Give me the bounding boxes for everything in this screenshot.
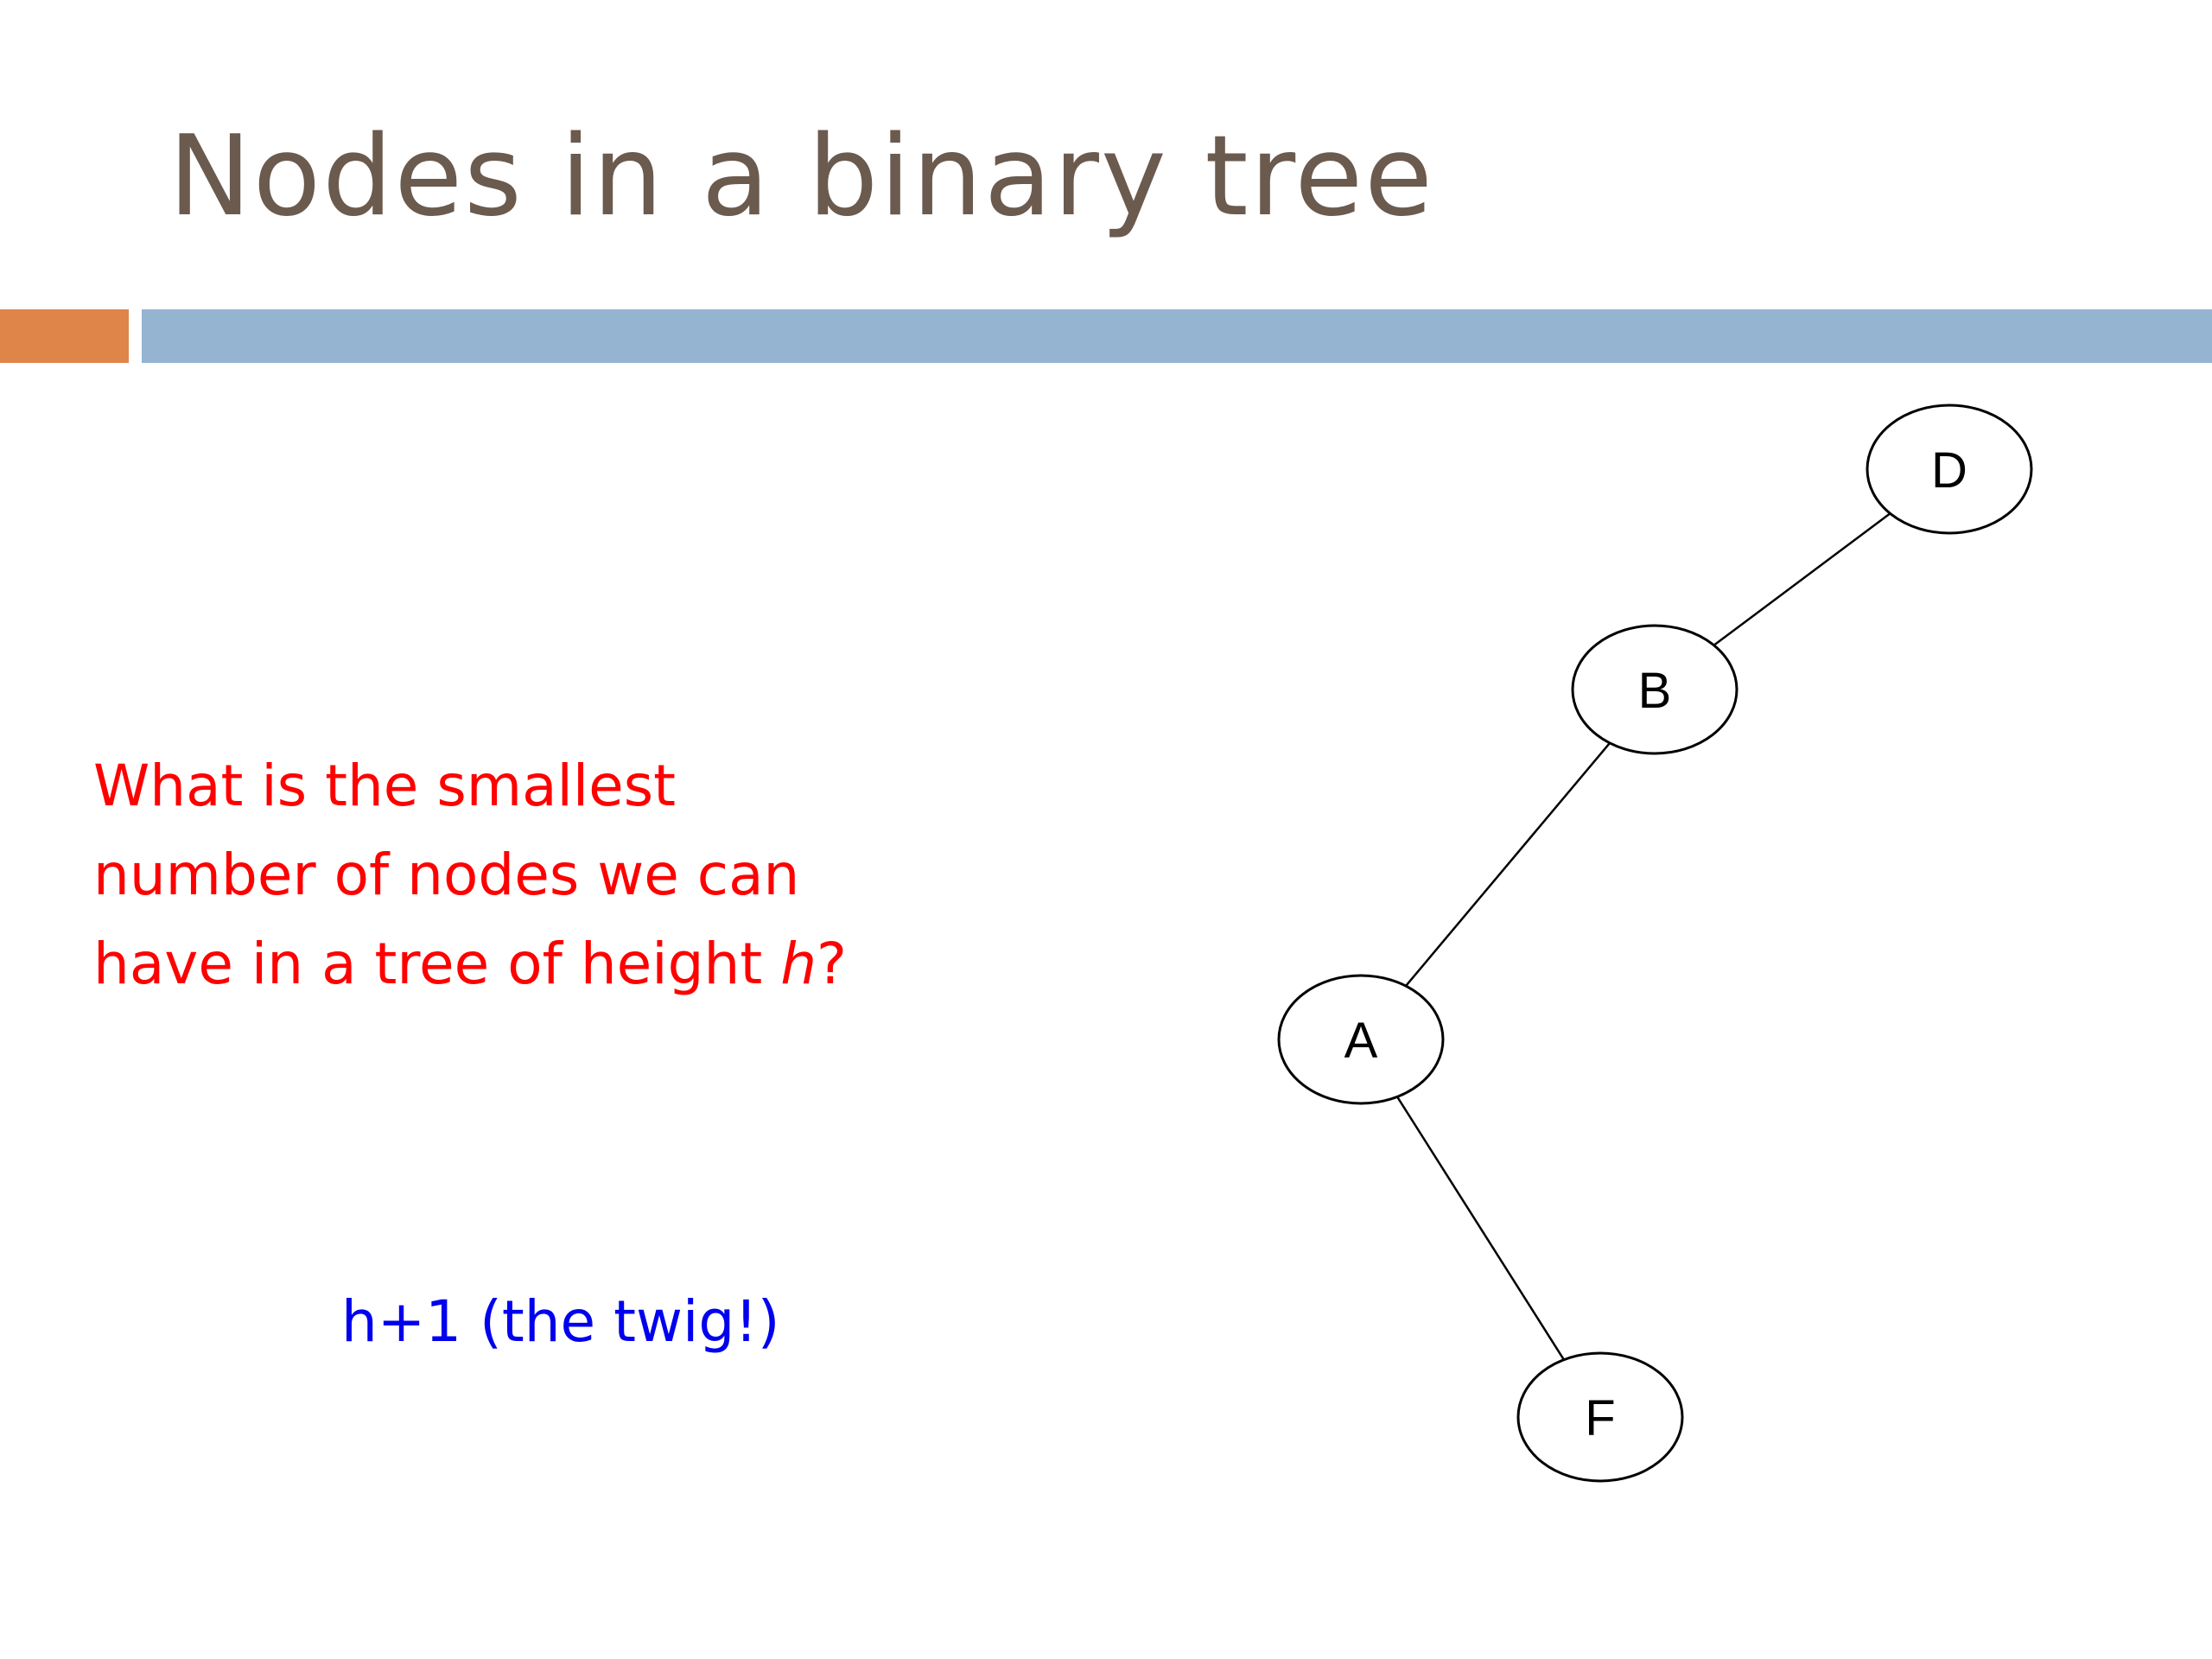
- tree-node-d: D: [1866, 404, 2033, 535]
- question-height-variable: h: [780, 931, 817, 997]
- tree-node-circle: [1516, 1351, 1684, 1483]
- answer-text: h+1 (the twig!): [341, 1288, 780, 1355]
- tree-node-label: A: [1344, 1013, 1378, 1069]
- tree-node-label: F: [1585, 1390, 1615, 1446]
- accent-bar-blue: [142, 309, 2212, 363]
- question-line-3-prefix: have in a tree of height: [93, 931, 781, 997]
- tree-edge-d-b: [1713, 512, 1891, 646]
- tree-node-circle: [1866, 404, 2033, 535]
- tree-node-f: F: [1516, 1351, 1684, 1483]
- tree-node-b: B: [1571, 624, 1738, 755]
- tree-node-label: D: [1931, 442, 1967, 499]
- tree-node-label: B: [1638, 663, 1672, 719]
- question-line-1: What is the smallest: [93, 753, 677, 819]
- question-text: What is the smallest number of nodes we …: [93, 741, 847, 1008]
- tree-node-a: A: [1277, 974, 1445, 1105]
- tree-nodes: D B A F: [1277, 404, 2033, 1483]
- tree-node-circle: [1277, 974, 1445, 1105]
- tree-edge-a-f: [1396, 1096, 1565, 1361]
- question-line-2: number of nodes we can: [93, 842, 800, 908]
- accent-bar-orange: [0, 309, 129, 363]
- slide-title: Nodes in a binary tree: [168, 112, 1434, 241]
- tree-edges: [1396, 512, 1891, 1361]
- question-line-3-suffix: ?: [817, 931, 848, 997]
- tree-edge-b-a: [1405, 742, 1611, 987]
- tree-node-circle: [1571, 624, 1738, 755]
- question-line-3: have in a tree of height h?: [93, 919, 847, 1008]
